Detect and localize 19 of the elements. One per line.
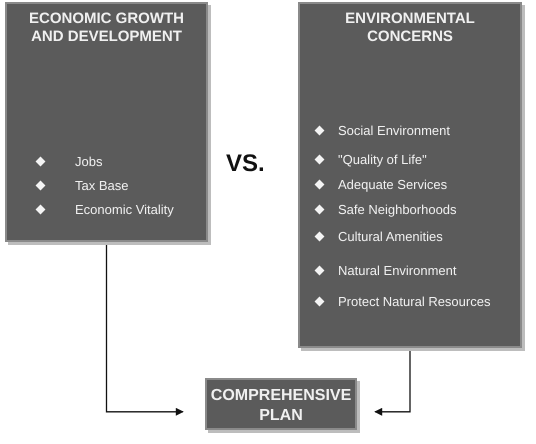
bullet-item: Jobs (75, 154, 104, 169)
bullet-item: Cultural Amenities (338, 229, 444, 244)
text-box (298, 2, 522, 348)
bullet-item: Economic Vitality (75, 202, 175, 217)
arrow (374, 348, 411, 416)
arrow (106, 242, 184, 416)
text-box (5, 2, 208, 242)
text-box (205, 378, 357, 430)
box-heading: ECONOMIC GROWTH AND DEVELOPMENT (28, 10, 185, 46)
bullet-item: Protect Natural Resources (338, 294, 492, 309)
bullet-item: Social Environment (338, 123, 451, 138)
box-heading: ENVIRONMENTAL CONCERNS (344, 10, 476, 46)
box-heading: COMPREHENSIVE PLAN (210, 386, 352, 426)
bullet-item: "Quality of Life" (338, 152, 428, 167)
bullet-item: Tax Base (75, 178, 130, 193)
vs-label: VS. (226, 150, 265, 178)
bullet-item: Safe Neighborhoods (338, 202, 458, 217)
bullet-item: Adequate Services (338, 177, 448, 192)
bullet-item: Natural Environment (338, 263, 458, 278)
